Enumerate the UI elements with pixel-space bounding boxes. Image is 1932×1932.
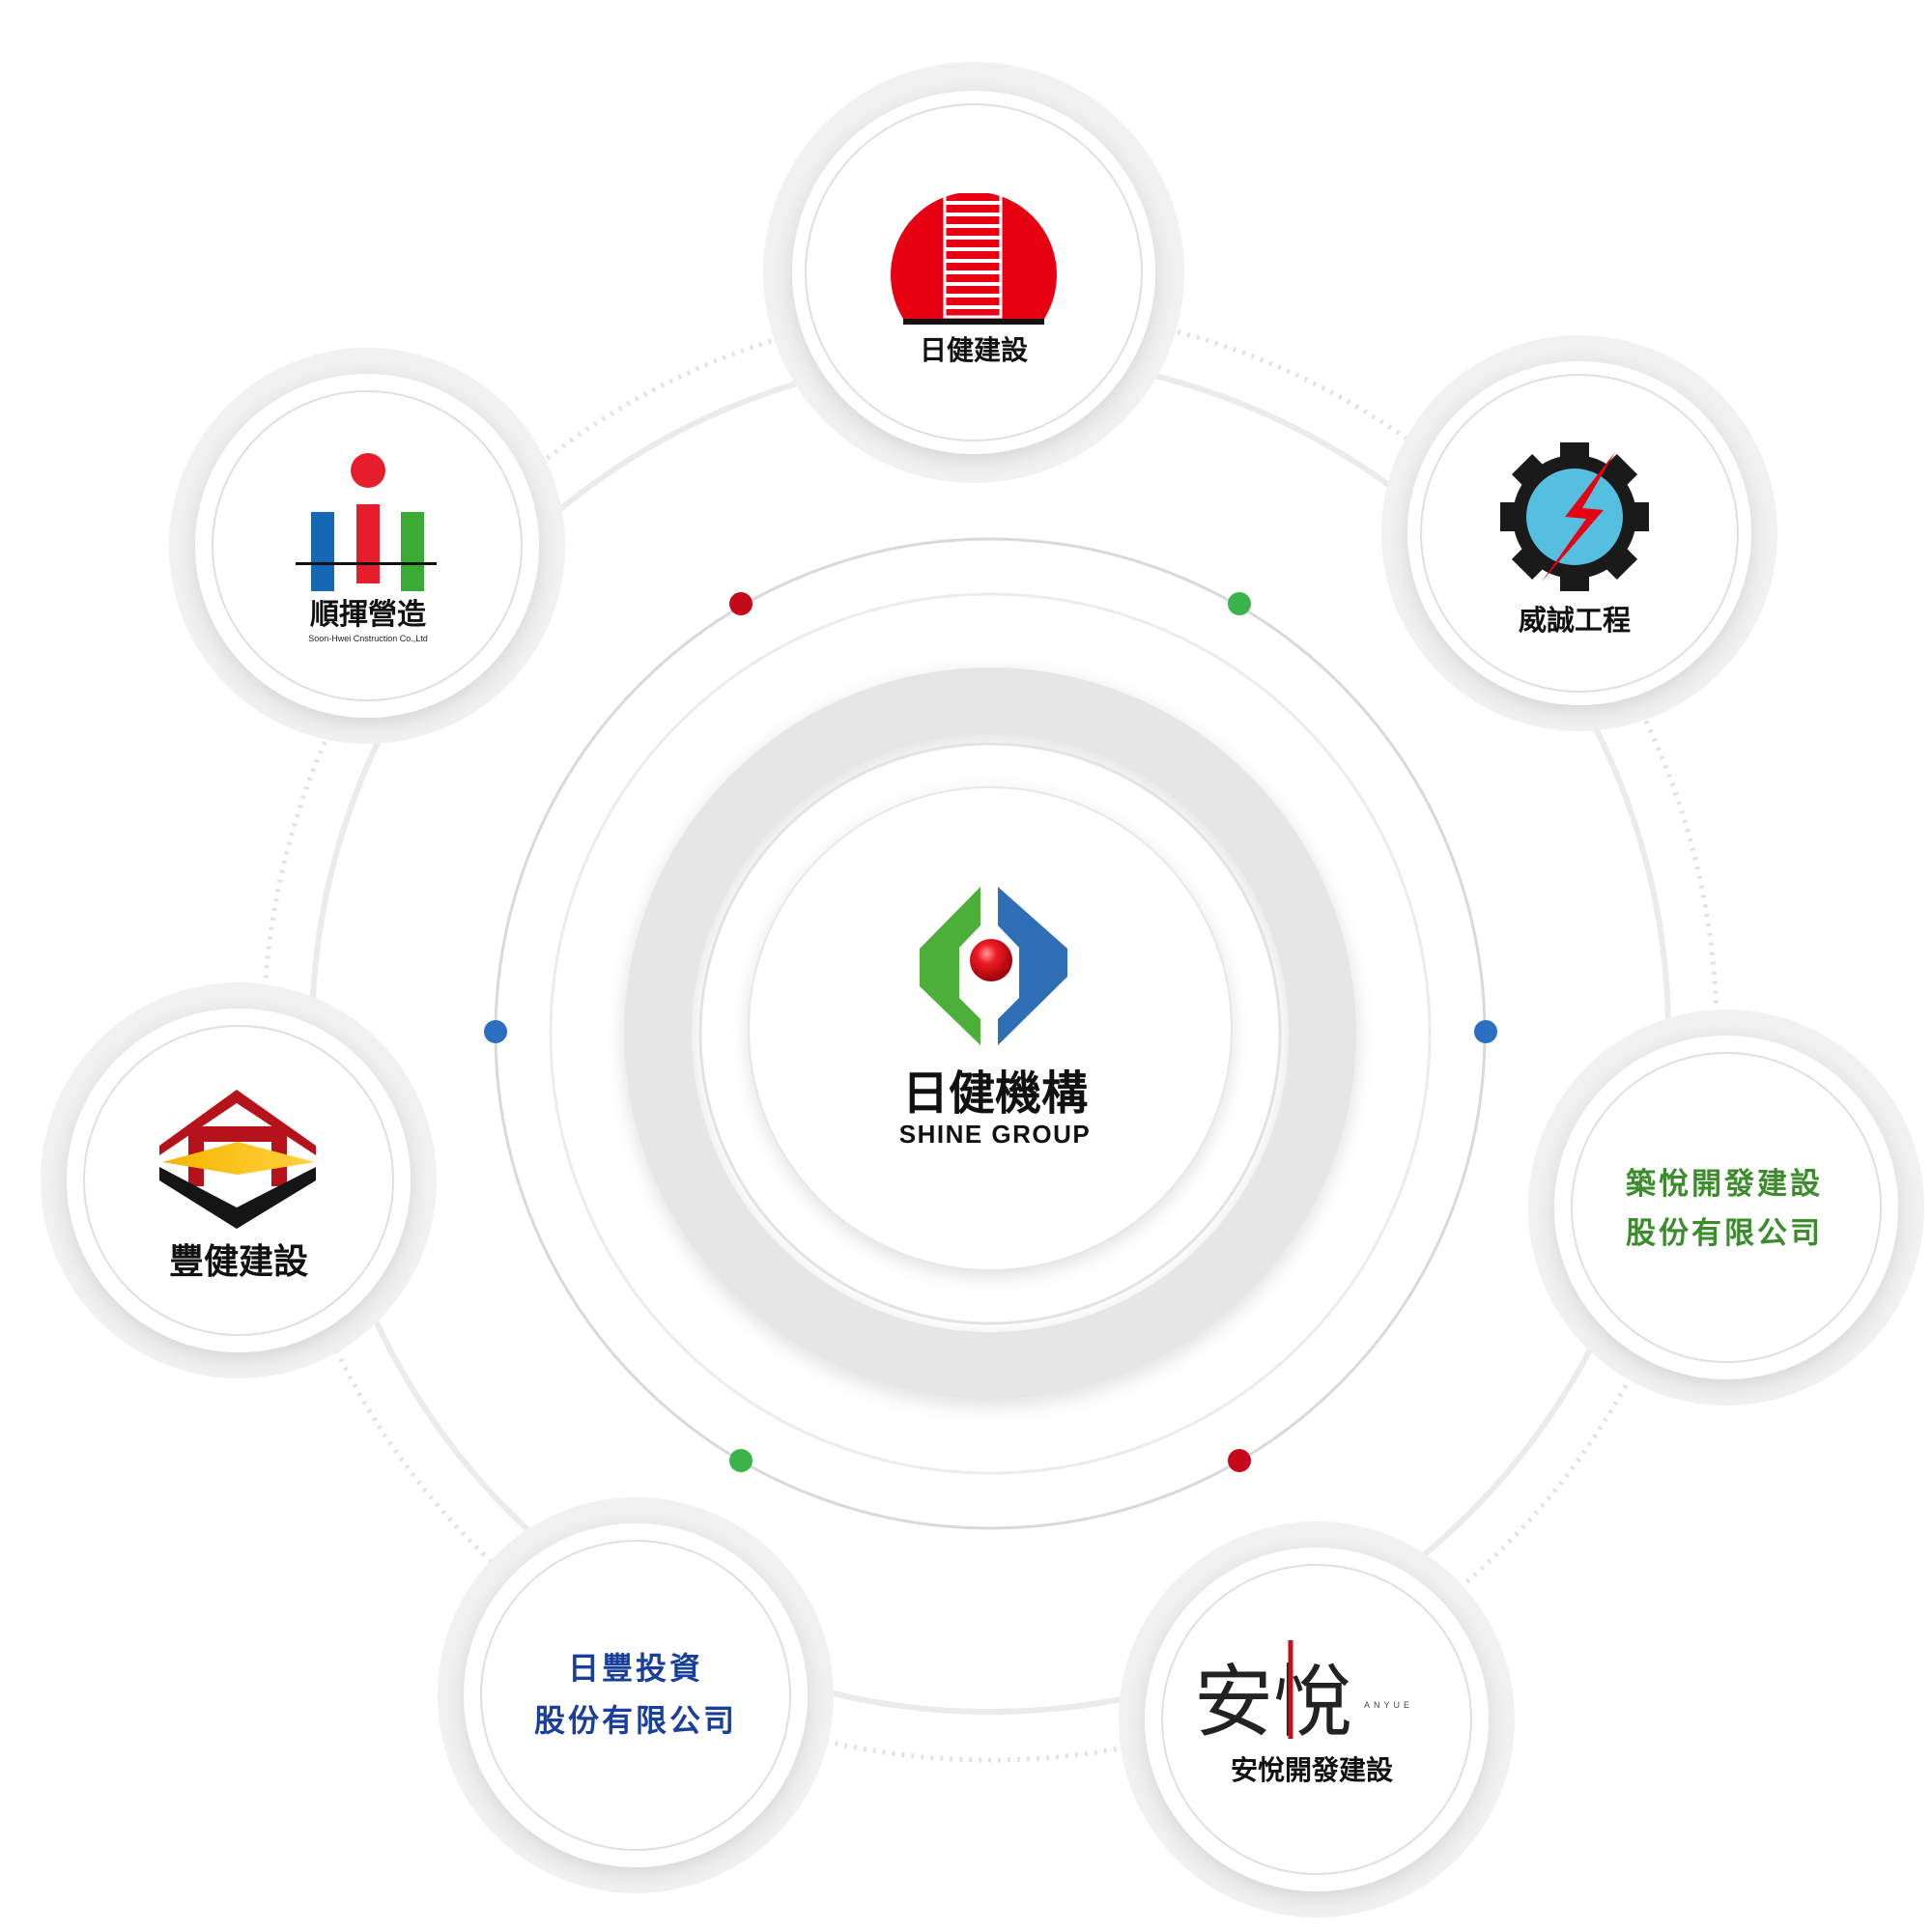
company-label: 日健建設: [920, 334, 1029, 366]
logo-subtext: ANYUE: [1364, 1700, 1413, 1710]
company-label: 威誠工程: [1519, 604, 1631, 637]
node-circle: [67, 1009, 411, 1352]
red-sphere-icon: [970, 939, 1012, 981]
company-node-fengjian[interactable]: 豐健建設: [41, 982, 437, 1378]
company-sublabel: Soon-Hwei Cnstruction Co.,Ltd: [308, 634, 428, 643]
company-node-zhuyue[interactable]: 築悅開發建設 股份有限公司: [1528, 1009, 1924, 1406]
company-label-line2: 股份有限公司: [1626, 1216, 1823, 1251]
shunhui-logo: [296, 453, 437, 591]
inner-thin-ring: [549, 592, 1432, 1475]
center-circle: [749, 787, 1232, 1270]
thick-gray-ring: [624, 668, 1356, 1400]
blue-dot: [1474, 1020, 1497, 1043]
company-node-anyue[interactable]: 安悅 ANYUE 安悅開發建設: [1119, 1521, 1515, 1918]
green-dot: [729, 1449, 753, 1472]
company-node-rijian[interactable]: 日健建設: [763, 62, 1184, 483]
red-sun-icon: [890, 191, 1057, 319]
red-dot: [1228, 1449, 1251, 1472]
shine-group-logo: [920, 887, 1067, 1045]
company-label: 豐健建設: [169, 1242, 308, 1282]
node-circle: [464, 1523, 808, 1867]
node-circle: [1554, 1036, 1898, 1379]
company-node-weicheng[interactable]: 威誠工程: [1381, 335, 1777, 731]
logo-text: 安悅: [1194, 1657, 1352, 1748]
company-label-line1: 日豐投資: [568, 1650, 703, 1687]
orbit-dots: [484, 592, 1497, 1472]
rijian-logo: [890, 164, 1057, 325]
lightning-icon: [1542, 452, 1615, 582]
red-dot: [729, 592, 753, 615]
company-label: 順揮營造: [310, 598, 426, 632]
anyue-logo: 安悅 ANYUE: [1194, 1640, 1413, 1748]
blue-dot: [484, 1020, 507, 1043]
company-label: 安悅開發建設: [1231, 1754, 1394, 1786]
center-name-zh: 日健機構: [902, 1066, 1088, 1121]
house-icon: [159, 1090, 316, 1229]
company-label-line2: 股份有限公司: [534, 1702, 737, 1739]
company-label-line1: 築悅開發建設: [1626, 1167, 1823, 1202]
red-dot-icon: [351, 453, 385, 488]
gear-icon: [1500, 442, 1649, 591]
building-icon: [945, 189, 1001, 309]
center-node: 日健機構 SHINE GROUP: [748, 786, 1233, 1271]
company-node-rifeng[interactable]: 日豐投資 股份有限公司: [438, 1497, 834, 1893]
green-dot: [1228, 592, 1251, 615]
center-name-en: SHINE GROUP: [899, 1120, 1092, 1149]
company-node-shunhui[interactable]: 順揮營造 Soon-Hwei Cnstruction Co.,Ltd: [169, 348, 565, 744]
node-circle: [1145, 1548, 1489, 1891]
